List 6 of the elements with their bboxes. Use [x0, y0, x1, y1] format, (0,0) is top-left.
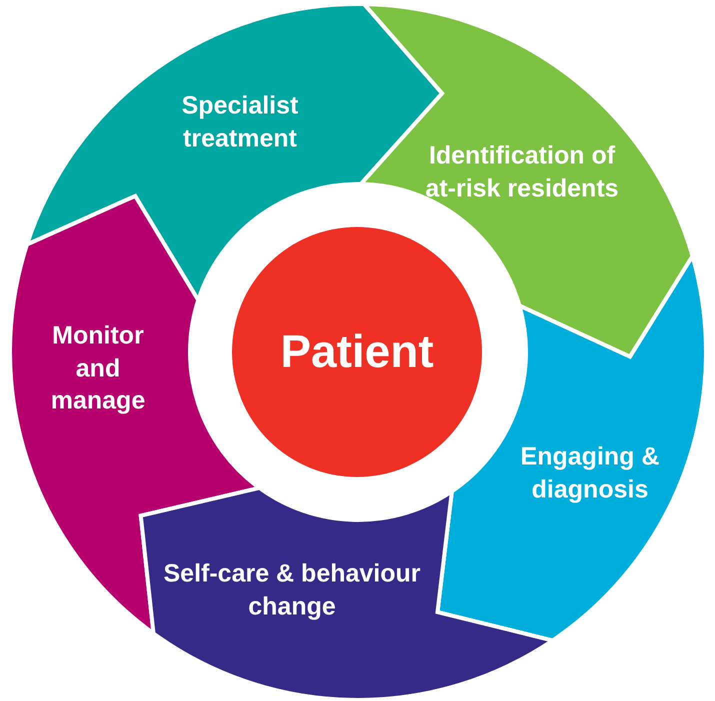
segment-label: Monitor and manage [50, 320, 146, 416]
segment-label: Engaging & diagnosis [520, 442, 660, 505]
segment-label: Self-care & behaviour change [162, 558, 422, 622]
segment-label: Specialist treatment [180, 90, 300, 154]
center-label: Patient [280, 324, 434, 380]
segment-label: Identification of at-risk residents [424, 140, 620, 204]
